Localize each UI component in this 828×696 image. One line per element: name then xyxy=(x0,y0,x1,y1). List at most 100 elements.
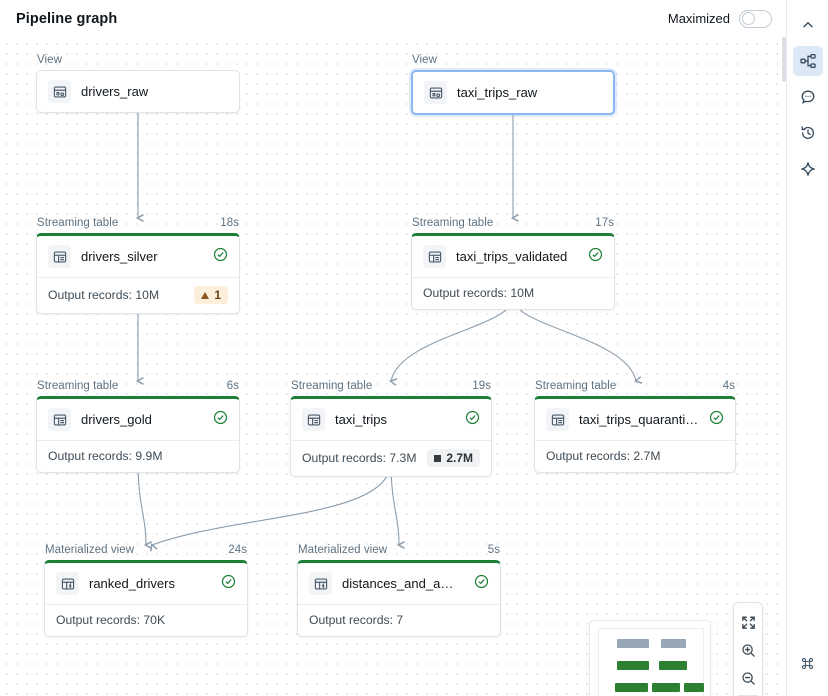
node-drivers-gold[interactable]: Streaming table 6s drivers_gold xyxy=(36,380,240,473)
node-card[interactable]: taxi_trips_validated Output records: 10M xyxy=(411,233,615,310)
header-actions: Maximized xyxy=(667,9,772,28)
streaming-table-icon xyxy=(48,245,71,268)
node-output-records: Output records: 2.7M xyxy=(546,449,661,463)
node-card[interactable]: drivers_gold Output records: 9.9M xyxy=(36,396,240,473)
node-output-records: Output records: 9.9M xyxy=(48,449,163,463)
node-duration: 4s xyxy=(722,380,735,392)
node-taxi-trips-quarantine[interactable]: Streaming table 4s taxi_trips_quarantine xyxy=(534,380,736,473)
warning-badge[interactable]: 1 xyxy=(194,286,228,304)
view-icon xyxy=(424,81,447,104)
node-meta: Streaming table 18s xyxy=(36,217,240,233)
node-type-label: View xyxy=(37,54,62,66)
node-name: drivers_gold xyxy=(81,412,152,427)
node-taxi-trips-validated[interactable]: Streaming table 17s taxi_trips_validated xyxy=(411,217,615,310)
maximized-toggle[interactable] xyxy=(739,9,772,28)
node-header: drivers_silver xyxy=(37,236,239,277)
node-card[interactable]: taxi_trips_raw xyxy=(411,70,615,115)
command-palette-button[interactable] xyxy=(793,648,823,678)
node-duration: 6s xyxy=(226,380,239,392)
node-meta: Streaming table 6s xyxy=(36,380,240,396)
status-success-icon xyxy=(213,247,228,267)
node-meta: View xyxy=(36,54,240,70)
node-type-label: Materialized view xyxy=(298,544,388,556)
fit-screen-icon[interactable] xyxy=(733,608,763,636)
node-name: taxi_trips_quarantine xyxy=(579,412,699,427)
materialized-view-icon xyxy=(56,572,79,595)
zoom-out-icon[interactable] xyxy=(733,664,763,692)
node-name: distances_and_amounts_b… xyxy=(342,576,464,591)
history-button[interactable] xyxy=(793,118,823,148)
node-taxi-trips-raw[interactable]: View taxi_trips_raw xyxy=(411,54,615,115)
canvas-controls xyxy=(733,602,763,696)
node-type-label: Streaming table xyxy=(535,380,617,392)
node-card[interactable]: distances_and_amounts_b… Output records:… xyxy=(297,560,501,637)
node-name: ranked_drivers xyxy=(89,576,175,591)
page-title: Pipeline graph xyxy=(16,10,118,27)
warning-triangle-icon xyxy=(201,291,210,299)
node-name: drivers_silver xyxy=(81,249,158,264)
collapse-button[interactable] xyxy=(793,10,823,40)
minimap-node xyxy=(684,683,704,692)
node-output-records: Output records: 10M xyxy=(423,286,535,300)
node-card[interactable]: taxi_trips_quarantine Output records: 2.… xyxy=(534,396,736,473)
edge-gold-to-ranked xyxy=(137,460,152,549)
maximized-label: Maximized xyxy=(667,11,730,26)
graph-canvas[interactable]: View drivers_raw View xyxy=(0,37,786,696)
node-name: taxi_trips xyxy=(335,412,388,427)
node-meta: View xyxy=(411,54,615,70)
edge-validated-to-quarantine xyxy=(512,297,643,384)
node-body: Output records: 10M 1 xyxy=(37,277,239,313)
node-distances-and-amounts[interactable]: Materialized view 5s distances_and_amoun… xyxy=(297,544,501,637)
status-success-icon xyxy=(588,247,603,267)
streaming-table-icon xyxy=(302,408,325,431)
status-success-icon xyxy=(709,410,724,430)
node-name: taxi_trips_validated xyxy=(456,249,568,264)
node-card[interactable]: taxi_trips Output records: 7.3M 2.7M xyxy=(290,396,492,477)
dropped-records-badge[interactable]: 2.7M xyxy=(427,449,480,467)
minimap-node xyxy=(661,639,686,648)
vertical-scrollbar[interactable] xyxy=(782,2,786,82)
node-duration: 17s xyxy=(595,217,614,229)
node-taxi-trips[interactable]: Streaming table 19s taxi_trips xyxy=(290,380,492,477)
minimap[interactable] xyxy=(589,620,711,696)
node-name: taxi_trips_raw xyxy=(457,85,538,100)
comments-button[interactable] xyxy=(793,82,823,112)
node-body: Output records: 2.7M xyxy=(535,440,735,472)
node-meta: Materialized view 5s xyxy=(297,544,501,560)
node-drivers-silver[interactable]: Streaming table 18s drivers_silver xyxy=(36,217,240,314)
node-header: drivers_gold xyxy=(37,399,239,440)
header: Pipeline graph Maximized xyxy=(0,0,786,37)
minimap-viewport xyxy=(598,628,704,696)
toggle-knob xyxy=(741,11,755,25)
node-header: taxi_trips xyxy=(291,399,491,440)
node-body: Output records: 9.9M xyxy=(37,440,239,472)
square-icon xyxy=(434,454,442,462)
zoom-in-icon[interactable] xyxy=(733,636,763,664)
minimap-node xyxy=(615,683,648,692)
streaming-table-icon xyxy=(546,408,569,431)
status-success-icon xyxy=(465,410,480,430)
node-card[interactable]: drivers_raw xyxy=(36,70,240,113)
node-body: Output records: 7 xyxy=(298,604,500,636)
node-meta: Streaming table 19s xyxy=(290,380,492,396)
status-success-icon xyxy=(213,410,228,430)
node-header: taxi_trips_raw xyxy=(413,72,613,113)
node-header: ranked_drivers xyxy=(45,563,247,604)
pipeline-graph-button[interactable] xyxy=(792,46,823,76)
node-ranked-drivers[interactable]: Materialized view 24s ranked_drivers xyxy=(44,544,248,637)
node-header: taxi_trips_validated xyxy=(412,236,614,277)
node-drivers-raw[interactable]: View drivers_raw xyxy=(36,54,240,113)
edge-validated-to-taxi-trips xyxy=(388,297,514,386)
node-card[interactable]: ranked_drivers Output records: 70K xyxy=(44,560,248,637)
streaming-table-icon xyxy=(423,245,446,268)
node-card[interactable]: drivers_silver Output records: 10M 1 xyxy=(36,233,240,314)
node-duration: 5s xyxy=(487,544,500,556)
status-success-icon xyxy=(221,574,236,594)
minimap-node xyxy=(617,661,649,670)
minimap-node xyxy=(659,661,687,670)
node-type-label: View xyxy=(412,54,437,66)
node-body: Output records: 10M xyxy=(412,277,614,309)
assistant-button[interactable] xyxy=(793,154,823,184)
node-name: drivers_raw xyxy=(81,84,149,99)
materialized-view-icon xyxy=(309,572,332,595)
